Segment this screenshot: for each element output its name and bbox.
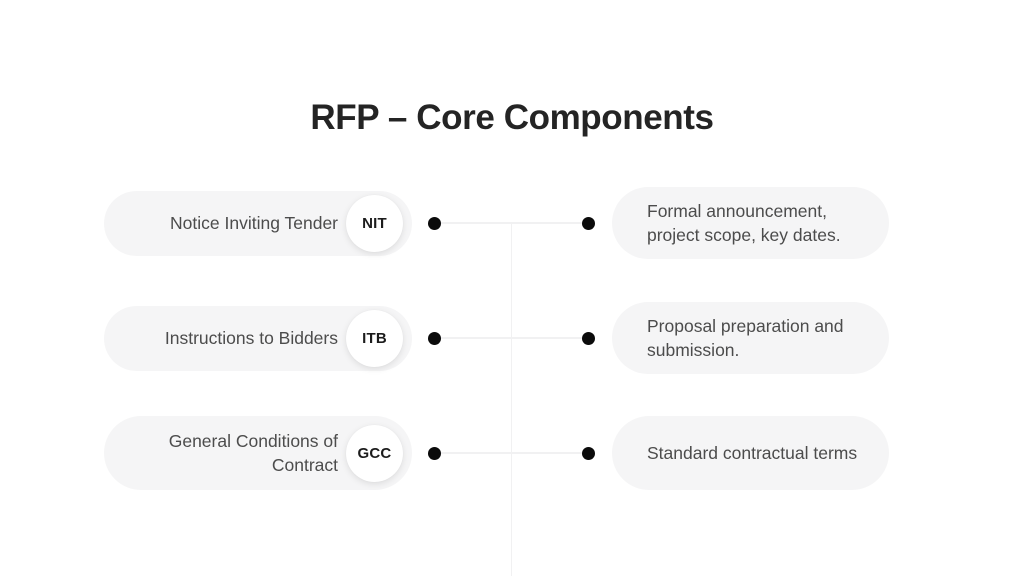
connector-dot-left [428,216,441,230]
abbreviation-label: GCC [357,444,392,462]
abbreviation-badge-gcc[interactable]: GCC [346,424,403,482]
horizontal-connector-line [440,222,583,224]
connector-dot-right [582,331,595,345]
abbreviation-label: NIT [362,214,387,232]
component-label: General Conditions of Contract [168,431,338,475]
abbreviation-badge-itb[interactable]: ITB [346,309,403,367]
description-card-nit[interactable]: Formal announcement, project scope, key … [612,187,889,259]
horizontal-connector-line [440,452,583,454]
connector-dot-left [428,331,441,345]
component-label: Notice Inviting Tender [170,213,338,233]
description-label: Standard contractual terms [647,443,858,463]
connector-dot-right [582,216,595,230]
connector-dot-right [582,446,595,460]
description-label: Proposal preparation and submission. [647,316,844,360]
abbreviation-badge-nit[interactable]: NIT [346,194,403,252]
description-card-itb[interactable]: Proposal preparation and submission. [612,302,889,374]
description-label: Formal announcement, project scope, key … [647,201,841,245]
abbreviation-label: ITB [362,329,387,347]
vertical-connector-line [511,223,513,576]
component-label: Instructions to Bidders [164,328,338,348]
description-card-gcc[interactable]: Standard contractual terms [612,416,889,490]
horizontal-connector-line [440,337,583,339]
connector-dot-left [428,446,441,460]
page-title: RFP – Core Components [310,98,714,137]
